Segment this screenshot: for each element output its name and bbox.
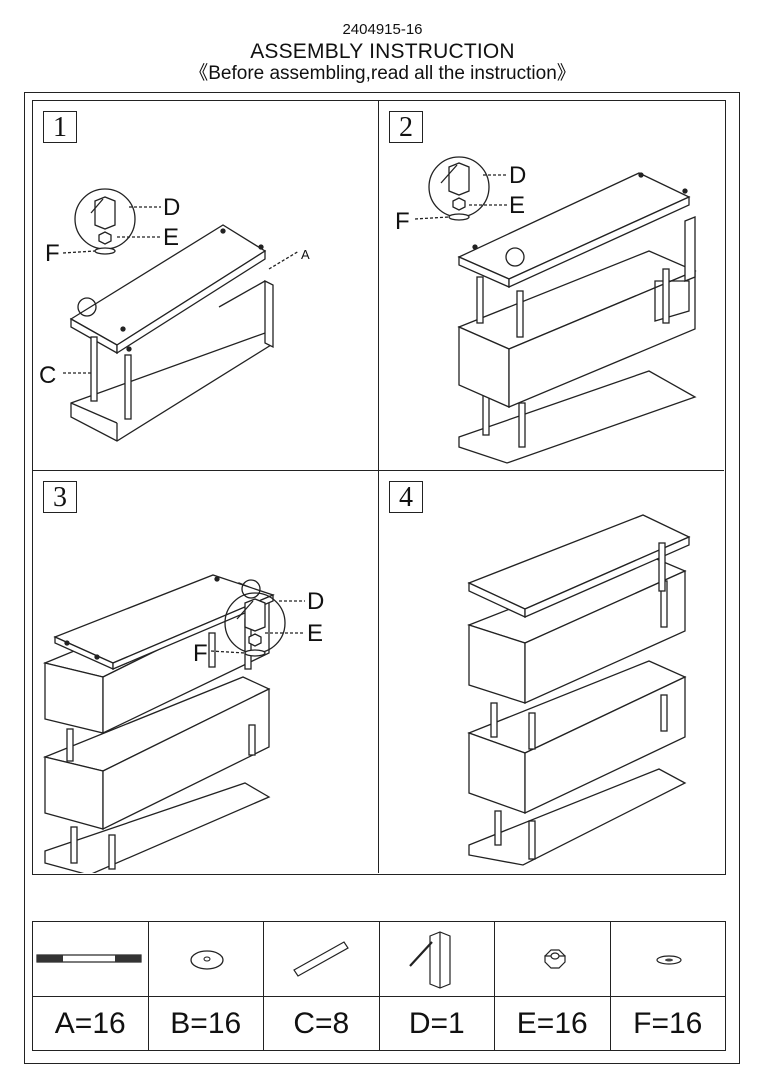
part-a-label: A=16 xyxy=(54,1006,126,1040)
step-1-illustration: D E F A C xyxy=(39,188,310,442)
steps-grid: 1 xyxy=(32,100,726,875)
callout-e-label: E xyxy=(163,224,179,251)
part-e-label: E=16 xyxy=(516,1006,588,1040)
step-3-panel: 3 xyxy=(33,471,379,873)
step-3-illustration: D E F xyxy=(42,574,324,873)
threaded-rod-icon xyxy=(36,954,142,963)
wrench-icon xyxy=(408,931,451,989)
step-2-number: 2 xyxy=(389,111,423,143)
part-d-label: D=1 xyxy=(408,1006,465,1040)
part-d: D=1 xyxy=(379,922,495,1050)
part-c: C=8 xyxy=(264,922,380,1050)
callout-c-label: C xyxy=(39,362,56,389)
step-4-illustration xyxy=(467,514,691,866)
part-a: A=16 xyxy=(33,922,149,1050)
flat-washer-icon xyxy=(655,955,682,965)
hex-nut-icon xyxy=(544,949,566,969)
callout-e-label: E xyxy=(307,620,323,647)
step-3-number: 3 xyxy=(43,481,77,513)
document-title: ASSEMBLY INSTRUCTION xyxy=(250,40,515,63)
step-4-number: 4 xyxy=(389,481,423,513)
part-f: F=16 xyxy=(610,922,725,1050)
callout-a-label: A xyxy=(301,247,310,262)
step-2-illustration: D E F xyxy=(395,156,697,464)
callout-f-label: F xyxy=(193,640,208,667)
callout-f-label: F xyxy=(45,240,60,267)
step-1-panel: 1 xyxy=(33,101,379,471)
callout-e-label: E xyxy=(509,192,525,219)
part-e: E=16 xyxy=(495,922,611,1050)
part-f-label: F=16 xyxy=(633,1006,703,1040)
step-1-number: 1 xyxy=(43,111,77,143)
callout-d-label: D xyxy=(307,588,324,615)
callout-d-label: D xyxy=(163,194,180,221)
parts-table: A=16 B=16 C=8 D=1 xyxy=(32,921,726,1051)
step-2-panel: 2 xyxy=(379,101,724,471)
document-subtitle: 《Before assembling,read all the instruct… xyxy=(189,63,576,84)
callout-d-label: D xyxy=(509,162,526,189)
washer-icon xyxy=(189,950,224,970)
page-frame xyxy=(24,92,740,1064)
step-4-panel: 4 xyxy=(379,471,724,873)
dowel-pin-icon xyxy=(293,941,349,977)
document-code: 2404915-16 xyxy=(342,21,423,38)
part-c-label: C=8 xyxy=(293,1006,350,1040)
callout-f-label: F xyxy=(395,208,410,235)
part-b-label: B=16 xyxy=(170,1006,242,1040)
part-b: B=16 xyxy=(148,922,264,1050)
